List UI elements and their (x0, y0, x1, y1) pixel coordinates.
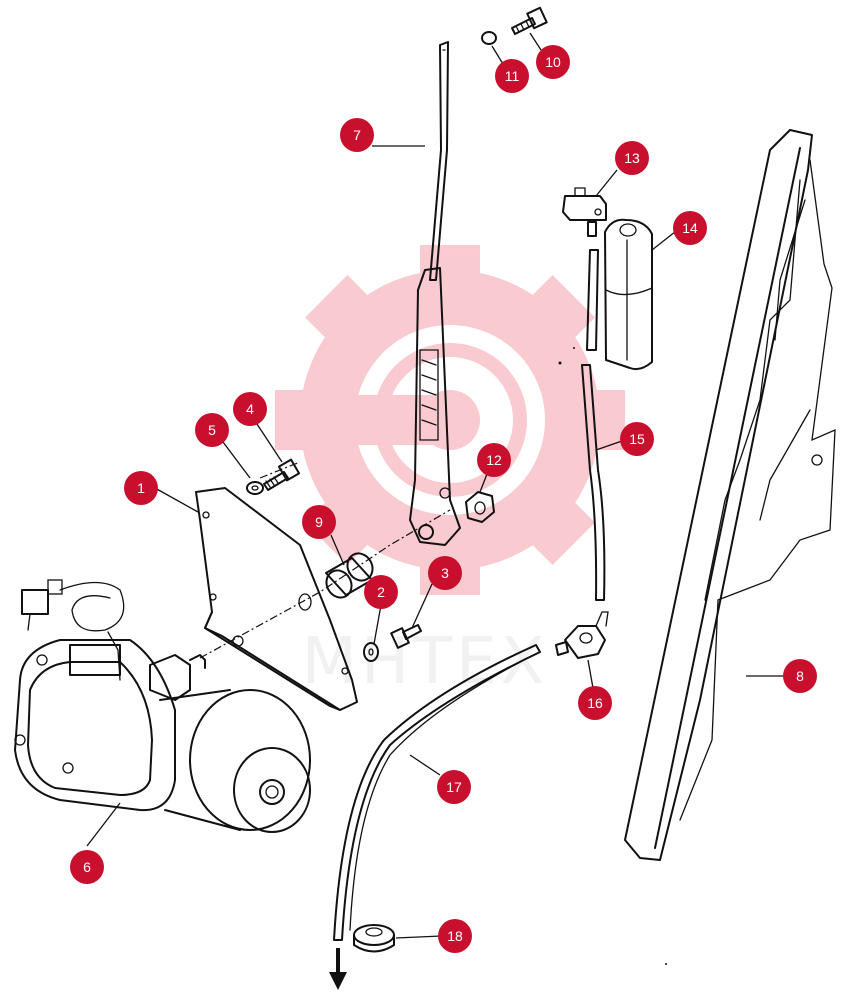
svg-text:15: 15 (629, 431, 645, 447)
watermark-gear-logo (275, 245, 625, 595)
svg-text:8: 8 (796, 668, 804, 684)
washer-jet (555, 611, 609, 659)
direction-arrow-icon (329, 948, 347, 990)
callout-18[interactable]: 18 (438, 919, 472, 953)
svg-text:10: 10 (545, 54, 561, 70)
callout-12[interactable]: 12 (477, 443, 511, 477)
watermark-text: МНТЕХ (302, 625, 549, 699)
bolt (511, 6, 548, 35)
svg-text:18: 18 (447, 928, 463, 944)
svg-text:3: 3 (441, 565, 449, 581)
bolt (263, 458, 301, 491)
wiper-blade (624, 129, 836, 861)
hose (333, 644, 541, 941)
washer (246, 481, 264, 495)
svg-text:16: 16 (587, 695, 603, 711)
callout-15[interactable]: 15 (620, 422, 654, 456)
speck (665, 963, 667, 965)
svg-text:1: 1 (137, 480, 145, 496)
svg-text:7: 7 (353, 127, 361, 143)
speck (573, 347, 575, 349)
callout-7[interactable]: 7 (340, 118, 374, 152)
callout-13[interactable]: 13 (615, 141, 649, 175)
washer (363, 642, 379, 662)
callout-5[interactable]: 5 (195, 413, 229, 447)
mounting-bracket (195, 487, 358, 711)
svg-text:17: 17 (446, 779, 462, 795)
callout-4[interactable]: 4 (233, 392, 267, 426)
speck (558, 361, 562, 365)
callout-2[interactable]: 2 (364, 575, 398, 609)
callout-14[interactable]: 14 (673, 211, 707, 245)
svg-text:9: 9 (315, 514, 323, 530)
callout-10[interactable]: 10 (536, 45, 570, 79)
callout-1[interactable]: 1 (124, 471, 158, 505)
callout-8[interactable]: 8 (783, 659, 817, 693)
callout-17[interactable]: 17 (437, 770, 471, 804)
svg-text:12: 12 (486, 452, 502, 468)
callout-9[interactable]: 9 (302, 505, 336, 539)
assembly-centerline (199, 509, 451, 659)
callout-16[interactable]: 16 (578, 686, 612, 720)
svg-text:5: 5 (208, 422, 216, 438)
grommet (353, 924, 395, 953)
svg-text:11: 11 (505, 68, 520, 84)
wiper-motor (14, 579, 311, 833)
washer (481, 31, 497, 45)
hose (581, 249, 606, 601)
washer-hole (251, 485, 259, 491)
callout-11[interactable]: 11 (495, 59, 529, 93)
washer-reservoir-cap (604, 218, 653, 371)
svg-text:6: 6 (83, 859, 91, 875)
washer-hole (368, 648, 374, 656)
wiper-arm (409, 41, 461, 546)
connector (562, 187, 607, 237)
leader-lines (86, 32, 785, 939)
svg-text:2: 2 (377, 584, 385, 600)
svg-text:13: 13 (624, 150, 640, 166)
svg-text:4: 4 (246, 401, 254, 417)
callout-6[interactable]: 6 (70, 850, 104, 884)
callout-3[interactable]: 3 (428, 556, 462, 590)
svg-text:14: 14 (682, 220, 698, 236)
nut (465, 491, 495, 523)
